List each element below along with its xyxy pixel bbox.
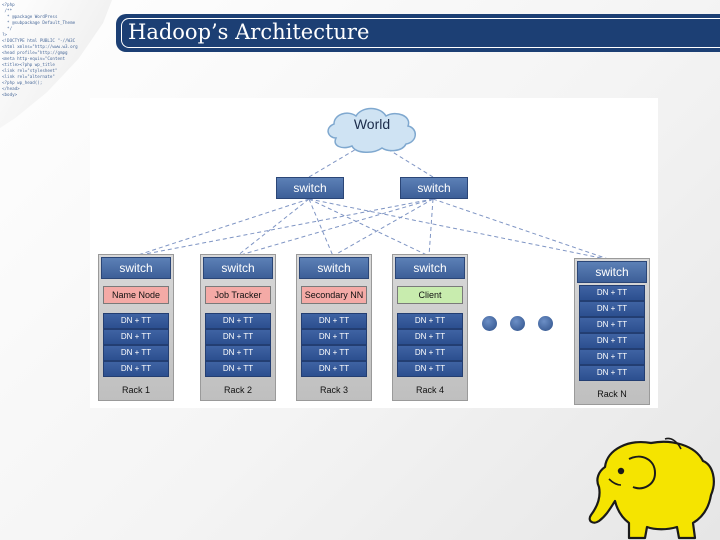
rack-role: Name Node (103, 286, 169, 304)
datanode-tasktracker: DN + TT (205, 313, 271, 329)
rack-switch: switch (395, 257, 465, 279)
datanode-tasktracker: DN + TT (205, 345, 271, 361)
top-switch-1-label: switch (293, 181, 327, 195)
rack-role: Job Tracker (205, 286, 271, 304)
datanode-tasktracker: DN + TT (103, 329, 169, 345)
network-cable (236, 198, 310, 257)
world-cloud (327, 107, 416, 153)
rack-switch: switch (299, 257, 369, 279)
datanode-tasktracker: DN + TT (579, 317, 645, 333)
datanode-tasktracker: DN + TT (397, 329, 463, 345)
more-racks-ellipsis (482, 316, 566, 335)
network-cable (308, 198, 334, 257)
top-switch-1: switch (276, 177, 344, 199)
network-cable (308, 147, 359, 178)
hadoop-elephant-logo (588, 437, 715, 540)
datanode-tasktracker: DN + TT (301, 361, 367, 377)
rack-role: Secondary NN (301, 286, 367, 304)
network-cable (134, 198, 434, 257)
datanode-tasktracker: DN + TT (579, 365, 645, 381)
network-cable (134, 198, 310, 257)
datanode-tasktracker: DN + TT (579, 301, 645, 317)
datanode-tasktracker: DN + TT (579, 349, 645, 365)
datanode-tasktracker: DN + TT (397, 361, 463, 377)
rack-label: Rack 2 (223, 385, 252, 395)
datanode-tasktracker: DN + TT (103, 361, 169, 377)
rack-label: Rack 1 (121, 385, 150, 395)
slide-title: Hadoop’s Architecture (128, 20, 370, 44)
datanode-tasktracker: DN + TT (397, 345, 463, 361)
rack-switch: switch (203, 257, 273, 279)
network-cable (385, 147, 434, 178)
datanode-tasktracker: DN + TT (301, 329, 367, 345)
cloud-label: World (353, 116, 391, 132)
rack-label: Rack 3 (319, 385, 348, 395)
datanode-tasktracker: DN + TT (301, 345, 367, 361)
datanode-tasktracker: DN + TT (579, 285, 645, 301)
datanode-tasktracker: DN + TT (301, 313, 367, 329)
datanode-tasktracker: DN + TT (579, 333, 645, 349)
rack-switch: switch (577, 261, 647, 283)
rack-label: Rack N (597, 389, 627, 399)
ellipsis-dot (510, 316, 525, 331)
rack-switch: switch (101, 257, 171, 279)
datanode-tasktracker: DN + TT (205, 361, 271, 377)
datanode-tasktracker: DN + TT (103, 313, 169, 329)
ellipsis-dot (538, 316, 553, 331)
top-switch-2: switch (400, 177, 468, 199)
title-bar: Hadoop’s Architecture (116, 14, 720, 52)
datanode-tasktracker: DN + TT (205, 329, 271, 345)
network-cable (308, 198, 612, 261)
ellipsis-dot (482, 316, 497, 331)
network-cables (134, 107, 612, 261)
datanode-tasktracker: DN + TT (397, 313, 463, 329)
network-cable (236, 198, 434, 257)
datanode-tasktracker: DN + TT (103, 345, 169, 361)
network-cable (332, 198, 434, 257)
rack-label: Rack 4 (415, 385, 444, 395)
rack-role: Client (397, 286, 463, 304)
network-cable (308, 198, 430, 257)
top-switch-2-label: switch (417, 181, 451, 195)
network-cable (428, 198, 434, 257)
network-cable (432, 198, 612, 261)
